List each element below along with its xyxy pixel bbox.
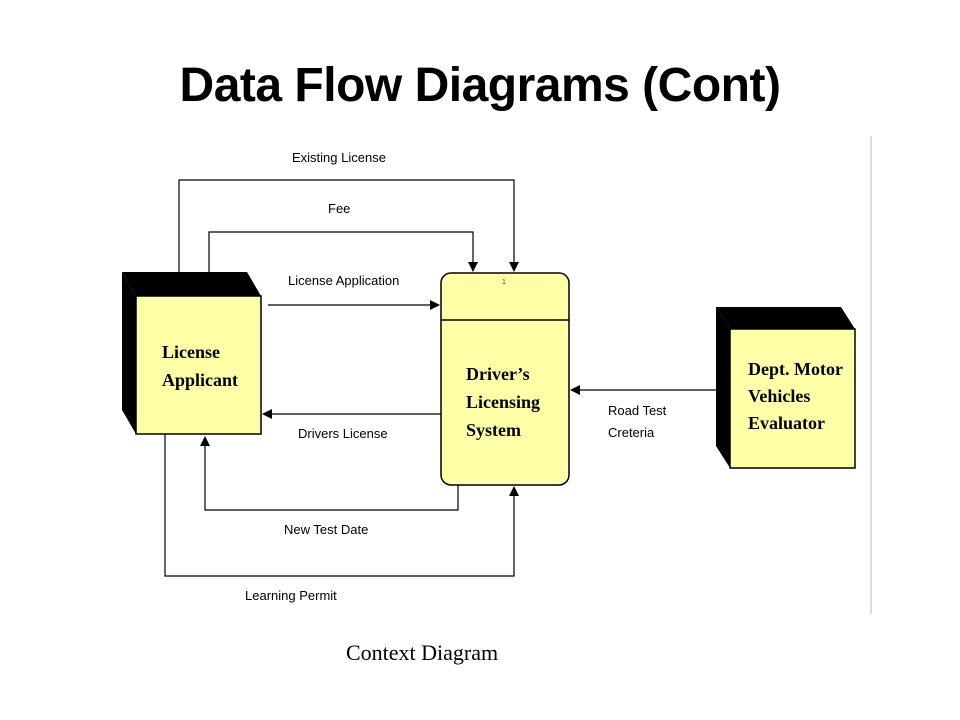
entity-label: License — [162, 342, 220, 362]
flow-label: Existing License — [292, 150, 386, 165]
flow-existing-license — [178, 179, 519, 272]
entity-dmv-evaluator: Dept. Motor Vehicles Evaluator — [716, 307, 856, 469]
flow-label: License Application — [288, 273, 399, 288]
flow-label: Learning Permit — [245, 588, 337, 603]
entity-license-applicant: License Applicant — [122, 272, 262, 435]
flow-learning-permit — [164, 434, 519, 577]
flow-label: New Test Date — [284, 522, 368, 537]
entity-label: Dept. Motor — [748, 359, 843, 379]
flow-label: Creteria — [608, 425, 655, 440]
process-label: System — [466, 420, 521, 440]
flow-label: Road Test — [608, 403, 667, 418]
process-label: Licensing — [466, 392, 540, 412]
process-label: Driver’s — [466, 364, 530, 384]
flow-label: Fee — [328, 201, 350, 216]
flow-label: Drivers License — [298, 426, 388, 441]
entity-label: Vehicles — [748, 386, 810, 406]
page-title: Data Flow Diagrams (Cont) — [179, 59, 781, 112]
entity-label: Evaluator — [748, 413, 825, 433]
flow-new-test-date — [200, 436, 459, 511]
svg-text:1: 1 — [502, 279, 506, 286]
diagram-caption: Context Diagram — [346, 640, 499, 665]
process-drivers-licensing-system: 1 Driver’s Licensing System — [440, 272, 570, 486]
entity-label: Applicant — [162, 370, 238, 390]
flow-fee — [208, 231, 478, 272]
